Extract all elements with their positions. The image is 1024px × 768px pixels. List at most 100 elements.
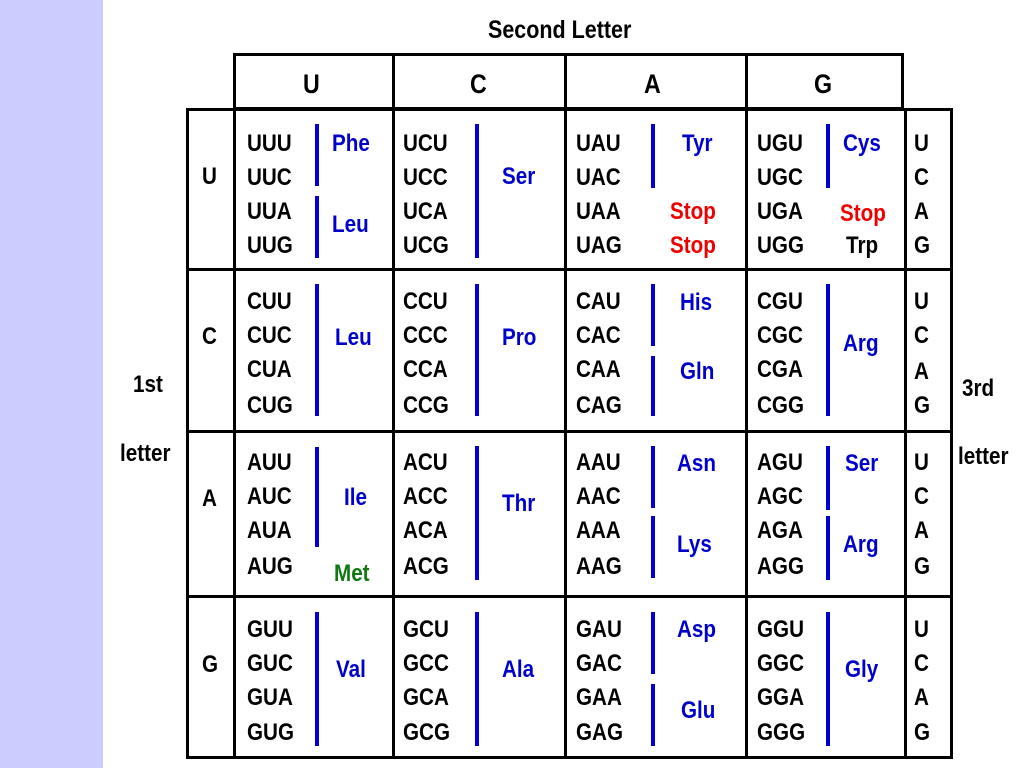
third-letter: A (914, 198, 929, 225)
grid-divider (564, 108, 567, 759)
codon-group-bar (651, 284, 655, 346)
codon: CUA (247, 356, 292, 383)
codon: UCA (403, 198, 448, 225)
codon: GCG (403, 719, 451, 746)
third-letter-label-1: 3rd (962, 375, 995, 402)
codon: UUU (247, 130, 292, 157)
amino-acid-label: Thr (502, 490, 536, 517)
codon: CGA (757, 356, 803, 383)
codon-group-bar (475, 124, 479, 258)
second-letter-g: G (814, 69, 833, 99)
amino-acid-label: Pro (502, 324, 537, 351)
amino-acid-label: Arg (843, 330, 879, 357)
third-letter-label-2: letter (958, 443, 1009, 470)
codon: UAG (576, 232, 622, 259)
codon-group-bar (651, 356, 655, 416)
first-letter-u: U (202, 163, 217, 190)
amino-acid-label: Tyr (682, 130, 713, 157)
codon: GCC (403, 650, 449, 677)
codon: AGU (757, 449, 803, 476)
stop-label: Stop (670, 198, 716, 225)
codon: UCU (403, 130, 448, 157)
third-letter: U (914, 616, 929, 643)
codon: UUG (247, 232, 293, 259)
grid-divider (904, 108, 907, 759)
codon: UAU (576, 130, 621, 157)
codon: AAU (576, 449, 621, 476)
first-letter-c: C (202, 323, 217, 350)
amino-acid-label: Ser (502, 163, 536, 190)
third-letter: A (914, 517, 929, 544)
amino-acid-label: Asn (677, 450, 716, 477)
codon: UUC (247, 164, 292, 191)
codon-grid (186, 108, 953, 759)
third-letter: U (914, 288, 929, 315)
codon: CAA (576, 356, 621, 383)
third-letter: C (914, 322, 929, 349)
codon: AUA (247, 517, 292, 544)
first-letter-g: G (202, 651, 219, 678)
header-box (233, 53, 904, 110)
codon: UCC (403, 164, 448, 191)
amino-acid-label: Leu (335, 324, 372, 351)
codon: GAU (576, 616, 622, 643)
amino-acid-label: Val (336, 656, 366, 683)
codon: GGG (757, 719, 806, 746)
codon: GGU (757, 616, 805, 643)
codon-group-bar (475, 284, 479, 416)
codon-group-bar (651, 516, 655, 578)
codon: CUU (247, 288, 292, 315)
amino-acid-label: Ser (845, 450, 879, 477)
codon: AAA (576, 517, 621, 544)
header-divider (745, 53, 748, 110)
amino-acid-label: Ala (502, 656, 535, 683)
grid-divider (392, 108, 395, 759)
codon-group-bar (826, 446, 830, 510)
side-band (0, 0, 103, 768)
codon-group-bar (826, 612, 830, 746)
third-letter: C (914, 483, 929, 510)
codon-group-bar (826, 516, 830, 580)
table-title: Second Letter (488, 16, 632, 44)
third-letter: A (914, 358, 929, 385)
amino-acid-label: Phe (332, 130, 370, 157)
codon: GGA (757, 684, 805, 711)
codon: GGC (757, 650, 805, 677)
third-letter: A (914, 684, 929, 711)
grid-row-divider (186, 268, 953, 271)
grid-row-divider (186, 430, 953, 433)
codon: GUC (247, 650, 293, 677)
codon-group-bar (651, 612, 655, 674)
second-letter-a: A (644, 69, 661, 99)
codon: CUC (247, 322, 292, 349)
codon: AUU (247, 449, 292, 476)
amino-acid-label: Ile (344, 484, 367, 511)
codon: CAC (576, 322, 621, 349)
codon-group-bar (826, 284, 830, 416)
codon: GUA (247, 684, 293, 711)
codon: GAC (576, 650, 622, 677)
codon: ACG (403, 553, 449, 580)
codon-group-bar (315, 447, 319, 547)
codon: AGA (757, 517, 803, 544)
codon: CCA (403, 356, 448, 383)
codon: AUC (247, 483, 292, 510)
codon: GCA (403, 684, 449, 711)
third-letter: C (914, 164, 929, 191)
codon: UGG (757, 232, 805, 259)
header-divider (564, 53, 567, 110)
codon-group-bar (315, 612, 319, 746)
codon: UUA (247, 198, 292, 225)
codon: ACA (403, 517, 448, 544)
codon-group-bar (651, 446, 655, 508)
codon: UAC (576, 164, 621, 191)
codon-group-bar (475, 446, 479, 580)
grid-divider (233, 108, 236, 759)
codon: UGA (757, 198, 803, 225)
codon: CCC (403, 322, 448, 349)
codon: GAG (576, 719, 624, 746)
codon: ACC (403, 483, 448, 510)
third-letter: G (914, 392, 931, 419)
codon: ACU (403, 449, 448, 476)
codon: CAU (576, 288, 621, 315)
